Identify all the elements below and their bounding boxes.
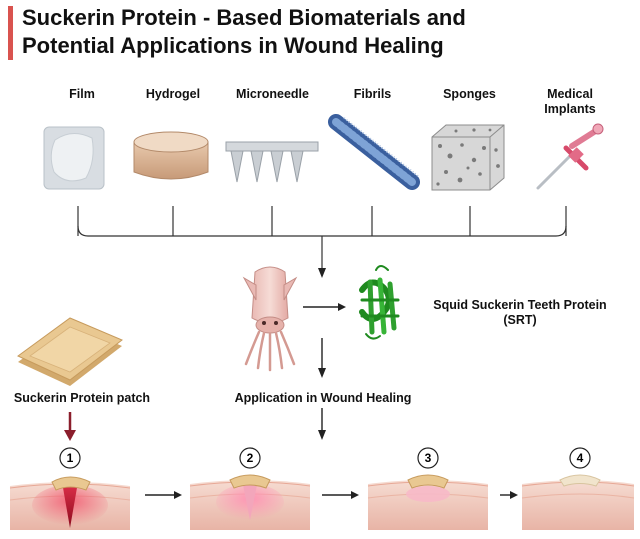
fibrils-icon [328, 114, 420, 190]
microneedle-icon [225, 141, 319, 183]
wound-step-1 [9, 476, 131, 530]
down-arrow-1 [318, 268, 326, 278]
wound-step-2 [189, 474, 311, 530]
protein-label-line-1: Squid Suckerin Teeth Protein [433, 298, 607, 312]
application-label: Application in Wound Healing [234, 391, 412, 405]
hydrogel-icon [133, 131, 209, 180]
step-badge-1: 1 [59, 447, 81, 469]
title-line-2: Potential Applications in Wound Healing [22, 33, 444, 58]
material-label-sponges: Sponges [443, 87, 496, 101]
implant-icon [536, 123, 604, 190]
title-accent-bar [8, 6, 13, 60]
step-arrow-2-head [351, 491, 359, 499]
material-label-microneedle: Microneedle [236, 87, 309, 101]
step-badge-2: 2 [239, 447, 261, 469]
step-number-2: 2 [247, 451, 254, 465]
step-arrow-1-head [174, 491, 182, 499]
material-label-hydrogel: Hydrogel [145, 87, 201, 101]
squid-icon [242, 266, 298, 372]
down-arrow-2 [318, 368, 326, 378]
right-arrow-protein-head [338, 303, 346, 311]
down-arrow-3 [318, 430, 326, 440]
patch-icon [17, 317, 123, 386]
step-badge-4: 4 [569, 447, 591, 469]
step-badge-3: 3 [417, 447, 439, 469]
sponge-icon [431, 124, 505, 191]
material-label-film: Film [69, 87, 95, 101]
title-line-1: Suckerin Protein - Based Biomaterials an… [22, 5, 466, 30]
step-number-3: 3 [425, 451, 432, 465]
wound-step-3 [367, 474, 489, 530]
step-arrow-3-head [510, 491, 518, 499]
wound-step-4 [521, 474, 635, 530]
page-title: Suckerin Protein - Based Biomaterials an… [22, 4, 622, 60]
protein-label: Squid Suckerin Teeth Protein (SRT) [410, 298, 630, 328]
material-label-fibrils: Fibrils [353, 87, 392, 101]
material-label-medical-implants: Medical Implants [544, 87, 596, 116]
patch-arrow-head [64, 430, 76, 441]
patch-label: Suckerin Protein patch [13, 391, 151, 405]
protein-structure-icon [359, 265, 400, 340]
protein-label-line-2: (SRT) [503, 313, 537, 327]
film-icon [43, 126, 105, 190]
step-number-1: 1 [67, 451, 74, 465]
step-number-4: 4 [577, 451, 584, 465]
material-bracket [77, 206, 567, 270]
